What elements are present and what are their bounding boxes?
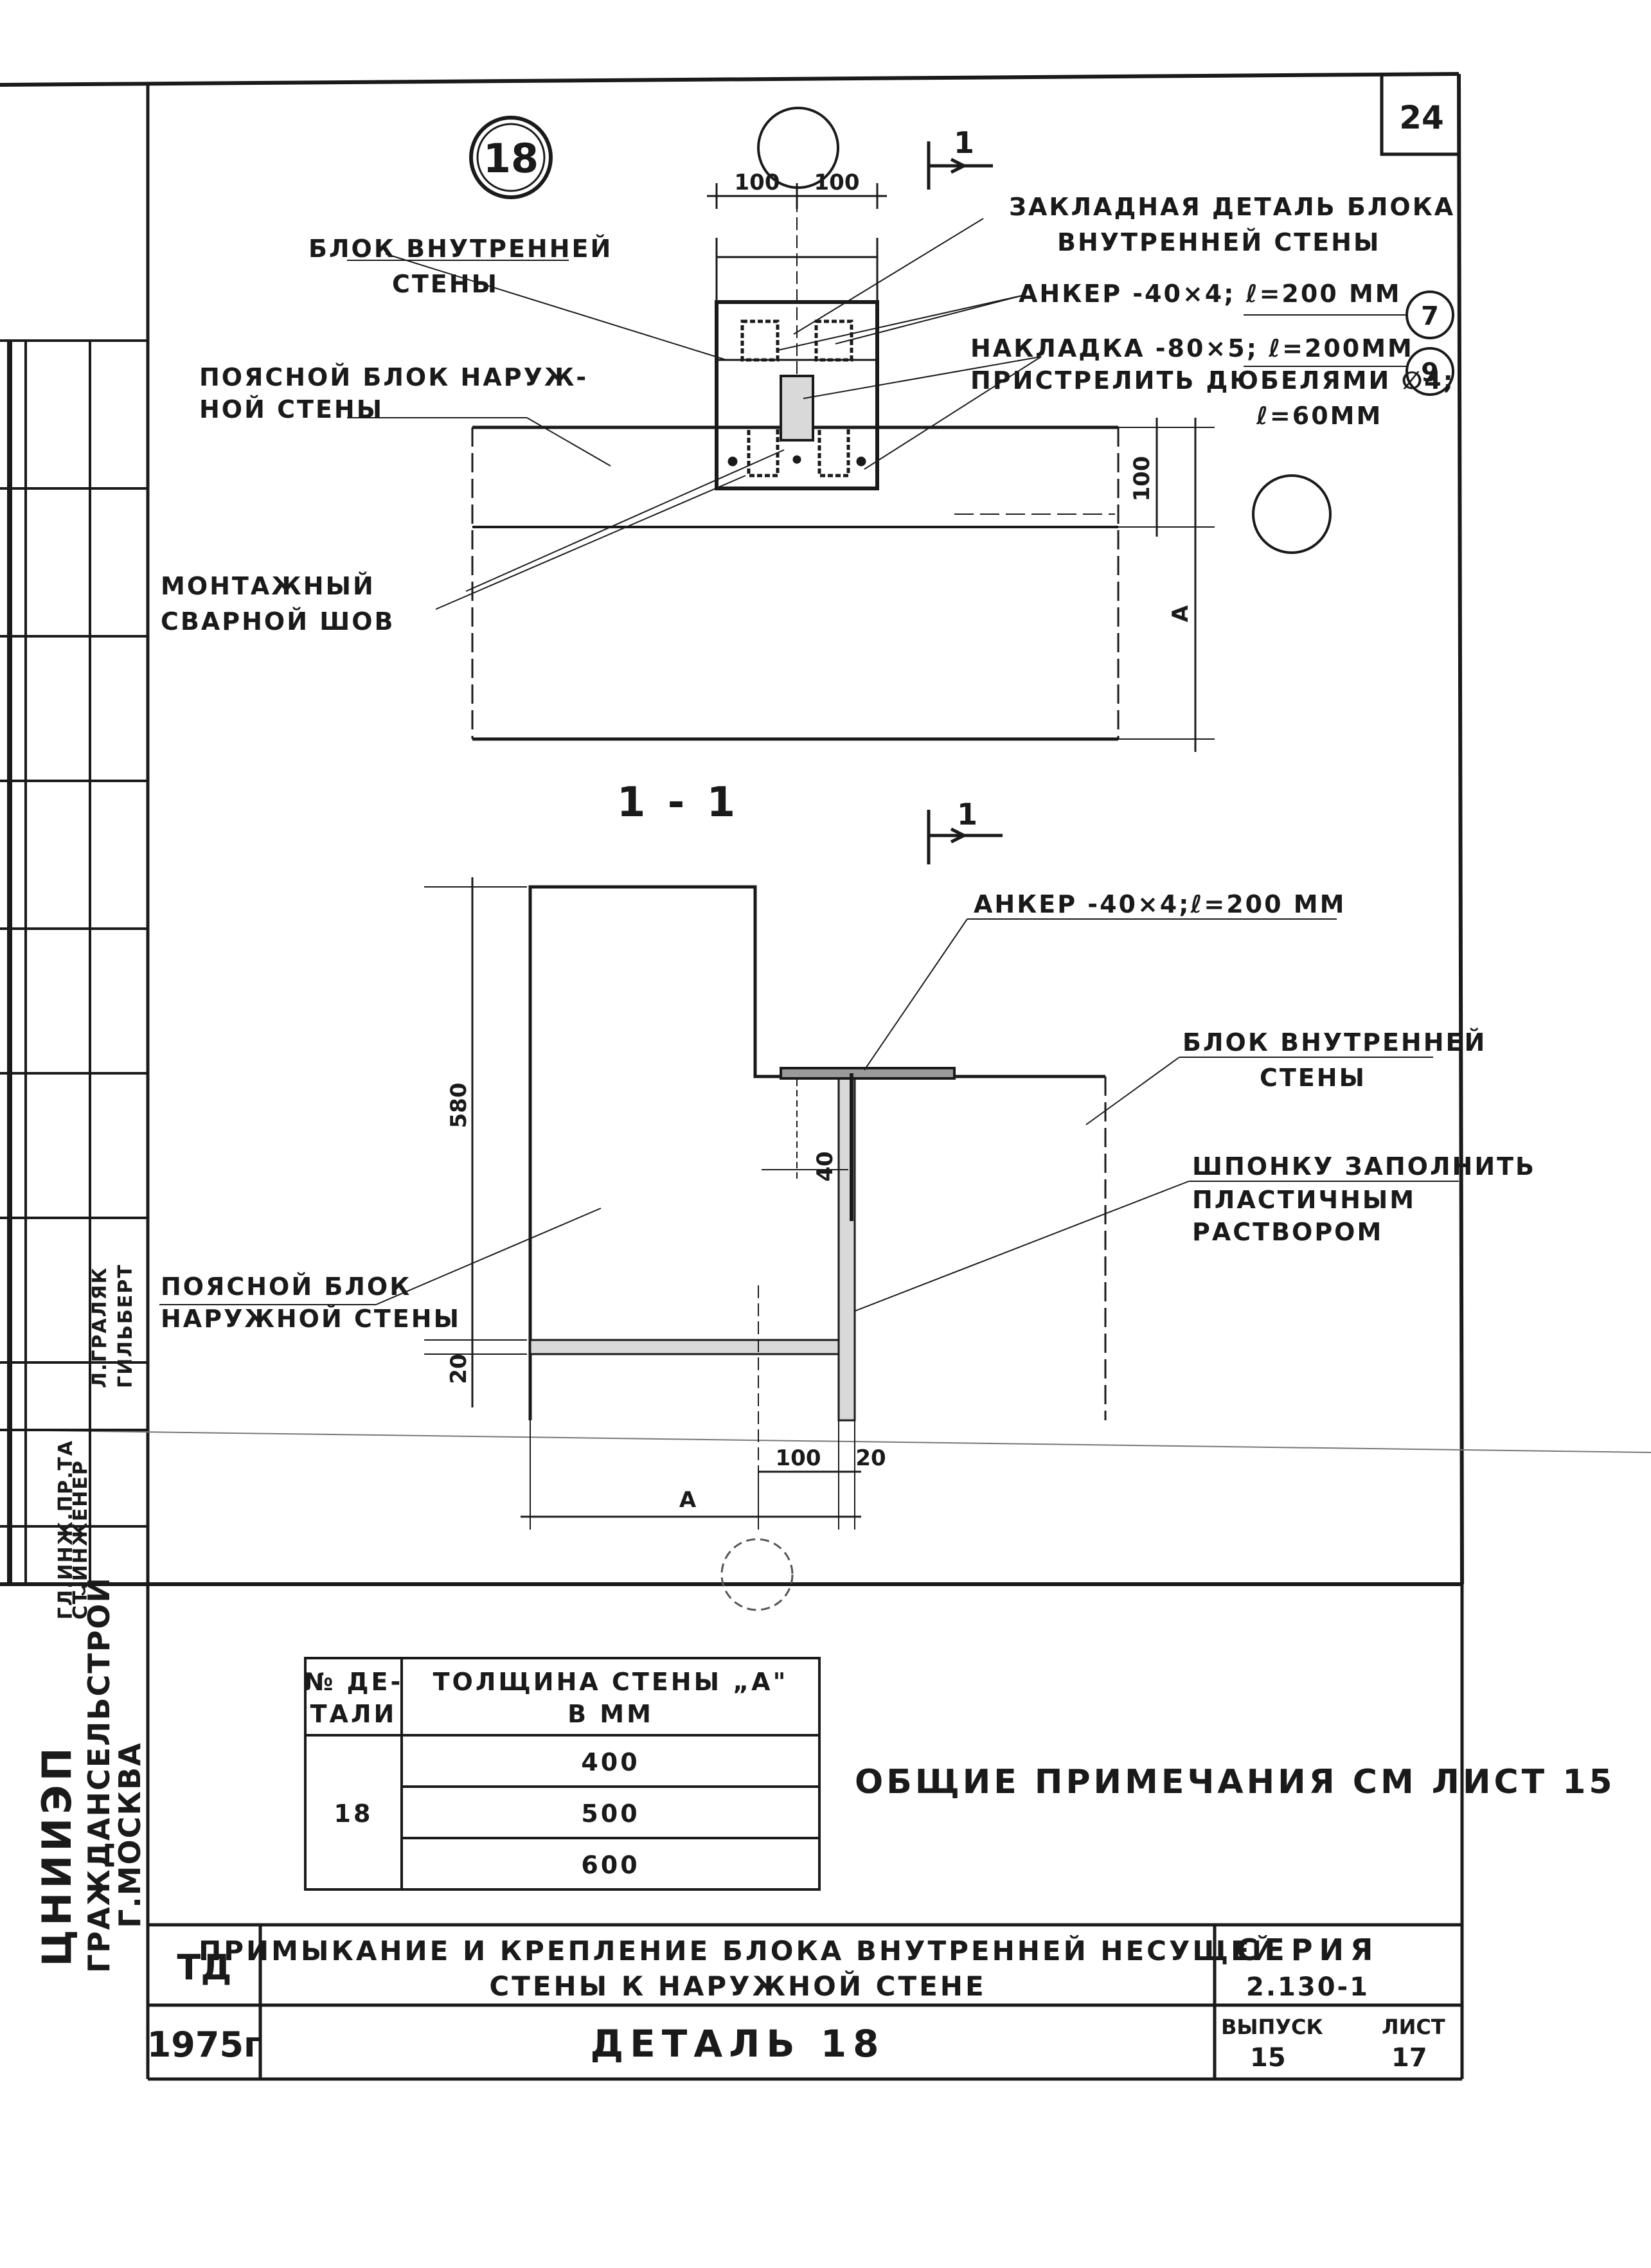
series-value: 2.130-1 (1246, 1972, 1370, 2002)
callout-belt-block-1: ПОЯСНОЙ БЛОК НАРУЖ- (199, 363, 588, 391)
section-key-1: ШПОНКУ ЗАПОЛНИТЬ (1192, 1152, 1536, 1181)
plan-dimensions: 100 100 100 A (735, 170, 1193, 622)
callout-inner-block-1: БЛОК ВНУТРЕННЕЙ (308, 235, 612, 263)
callout-anchor: АНКЕР -40×4; ℓ=200 ММ (1019, 280, 1402, 308)
table-header-detail-1: № ДЕ- (304, 1668, 404, 1696)
section-dim-20b: 20 (855, 1445, 886, 1471)
detail-marker: 18 (469, 116, 553, 199)
thickness-table-text: № ДЕ- ТАЛИ ТОЛЩИНА СТЕНЫ „А" В ММ 18 400… (304, 1668, 789, 1879)
callout-weld-1: МОНТАЖНЫЙ (161, 572, 375, 600)
side-stamp-org: ЦНИИЭП ГРАЖДАНСЕЛЬСТРОЙ Г.МОСКВА ГЛ.ИНЖ.… (33, 1263, 147, 1973)
table-header-thickness-2: В ММ (567, 1700, 654, 1728)
title-year: 1975г (147, 2024, 262, 2065)
cut-mark-section-label: 1 (957, 797, 977, 832)
cut-mark-section (927, 810, 1003, 864)
detail-marker-number: 18 (483, 135, 539, 182)
ring-9-label: 9 (1421, 358, 1439, 388)
plan-view (471, 183, 1215, 752)
title-block (146, 1584, 1464, 2081)
ring-7-label: 7 (1421, 301, 1439, 331)
thickness-table (304, 1657, 821, 1891)
org-city: Г.МОСКВА (112, 1742, 147, 1928)
cut-mark-top (927, 141, 993, 190)
reference-circle-right (1252, 474, 1332, 554)
callout-weld-2: СВАРНОЙ ШОВ (161, 607, 395, 636)
issue-label: ВЫПУСК (1221, 2015, 1323, 2039)
section-belt-1: ПОЯСНОЙ БЛОК (161, 1272, 411, 1301)
plan-callouts: ЗАКЛАДНАЯ ДЕТАЛЬ БЛОКА ВНУТРЕННЕЙ СТЕНЫ … (161, 193, 1455, 636)
table-value-600: 600 (581, 1851, 639, 1879)
callout-embed-1: ЗАКЛАДНАЯ ДЕТАЛЬ БЛОКА (1009, 193, 1455, 221)
table-value-400: 400 (581, 1748, 639, 1776)
section-leaders (159, 918, 1459, 1312)
section-dim-20: 20 (446, 1353, 472, 1384)
callout-overlay-3: ℓ=60ММ (1256, 402, 1382, 430)
plan-dim-left: 100 (735, 170, 780, 195)
title-line-2: СТЕНЫ К НАРУЖНОЙ СТЕНЕ (489, 1970, 986, 2002)
section-dim-100: 100 (776, 1445, 821, 1471)
callout-overlay-1: НАКЛАДКА -80×5; ℓ=200ММ (970, 334, 1414, 362)
callout-overlay-2: ПРИСТРЕЛИТЬ ДЮБЕЛЯМИ ∅4; (970, 366, 1455, 395)
section-key-2: ПЛАСТИЧНЫМ (1192, 1186, 1416, 1214)
table-detail-number: 18 (334, 1799, 373, 1828)
section-dim-580: 580 (446, 1083, 472, 1129)
cut-mark-top-label: 1 (954, 125, 974, 160)
callout-inner-block-2: СТЕНЫ (392, 270, 499, 298)
sheet-label: ЛИСТ (1382, 2015, 1445, 2039)
section-dimensions: 580 40 20 100 20 A (446, 1083, 886, 1513)
org-name: ЦНИИЭП (33, 1744, 80, 1967)
issue-value: 15 (1250, 2043, 1286, 2073)
section-key-3: РАСТВОРОМ (1192, 1218, 1383, 1246)
reference-circle-bottom (720, 1538, 794, 1611)
org-full-name: ГРАЖДАНСЕЛЬСТРОЙ (82, 1576, 116, 1973)
side-stamp (0, 339, 148, 1584)
callout-belt-block-2: НОЙ СТЕНЫ (199, 395, 384, 424)
section-dim-a: A (679, 1487, 697, 1513)
reference-circle-top (757, 107, 839, 189)
general-note: ОБЩИЕ ПРИМЕЧАНИЯ СМ ЛИСТ 15 (855, 1763, 1616, 1801)
sheet-number: 24 (1399, 99, 1444, 136)
section-title: 1 - 1 (617, 779, 739, 826)
callout-embed-2: ВНУТРЕННЕЙ СТЕНЫ (1057, 228, 1380, 256)
title-line-1: ПРИМЫКАНИЕ И КРЕПЛЕНИЕ БЛОКА ВНУТРЕННЕЙ … (199, 1934, 1277, 1967)
section-inner-block-1: БЛОК ВНУТРЕННЕЙ (1182, 1028, 1486, 1057)
section-anchor: АНКЕР -40×4;ℓ=200 ММ (974, 890, 1346, 918)
section-dim-40: 40 (812, 1151, 838, 1181)
stamp-name-2: ГИЛЬБЕРТ (114, 1263, 137, 1388)
section-inner-block-2: СТЕНЫ (1260, 1064, 1366, 1092)
sheet-number-box: 24 (1380, 76, 1459, 156)
stamp-name-1: Л.ГРАЛЯК (89, 1267, 111, 1388)
stamp-role-2: СТ.ИНЖЕНЕР (69, 1460, 92, 1620)
series-label: СЕРИЯ (1236, 1933, 1380, 1967)
title-detail-name: ДЕТАЛЬ 18 (590, 2022, 885, 2066)
plan-dim-a: A (1168, 605, 1193, 622)
title-code: ТД (177, 1947, 232, 1988)
section-callouts: АНКЕР -40×4;ℓ=200 ММ БЛОК ВНУТРЕННЕЙ СТЕ… (161, 890, 1536, 1333)
table-header-detail-2: ТАЛИ (310, 1700, 397, 1728)
section-belt-2: НАРУЖНОЙ СТЕНЫ (161, 1305, 461, 1333)
sheet-frame (0, 72, 1651, 1586)
title-block-text: ТД 1975г ПРИМЫКАНИЕ И КРЕПЛЕНИЕ БЛОКА ВН… (147, 1933, 1445, 2073)
plan-dim-height: 100 (1129, 456, 1155, 502)
plan-dim-right: 100 (814, 170, 860, 195)
sheet-value: 17 (1391, 2043, 1427, 2073)
table-value-500: 500 (581, 1799, 639, 1828)
plan-leaders (347, 218, 1454, 610)
section-view (424, 877, 1107, 1530)
stamp-role-1: ГЛ.ИНЖ.ПР.ТА (55, 1440, 77, 1620)
table-header-thickness-1: ТОЛЩИНА СТЕНЫ „А" (433, 1668, 789, 1696)
